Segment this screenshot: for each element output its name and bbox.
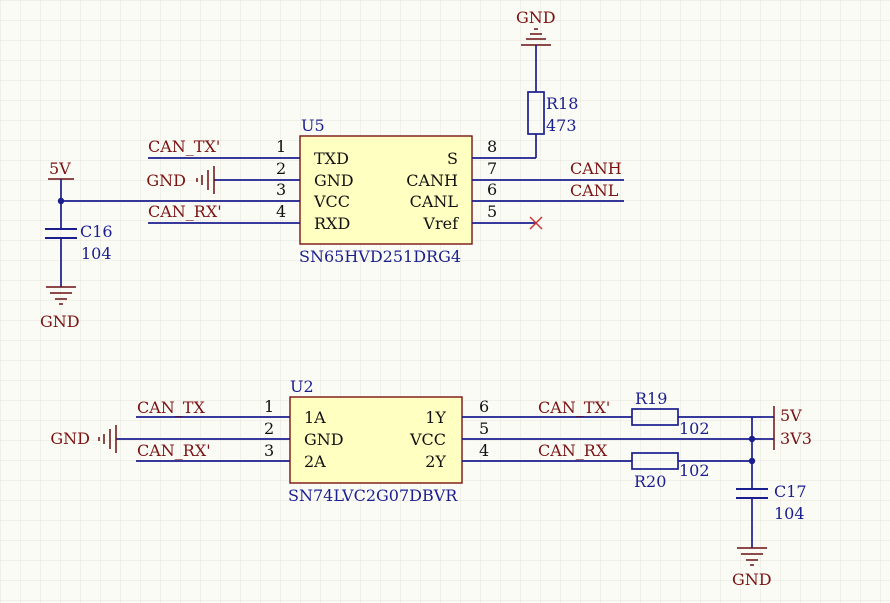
gnd-symbol-c17: GND bbox=[732, 547, 772, 589]
power-5v-u5: 5V bbox=[48, 159, 232, 229]
u2-designator: U2 bbox=[290, 377, 314, 396]
c16-capacitor[interactable]: C16 104 bbox=[45, 222, 113, 287]
u2-pin2-name: GND bbox=[304, 430, 344, 449]
u5-pin7-number: 7 bbox=[487, 159, 497, 178]
u5-pin3-name: VCC bbox=[313, 192, 350, 211]
u2-pin4-name: 2Y bbox=[425, 452, 446, 471]
net-label-canl: CANL bbox=[570, 181, 619, 200]
r18-designator: R18 bbox=[546, 94, 578, 113]
gnd-symbol-r18: GND bbox=[516, 8, 556, 46]
r18-resistor[interactable]: R18 473 bbox=[527, 91, 578, 135]
c16-designator: C16 bbox=[80, 222, 113, 241]
net-label-canh: CANH bbox=[570, 159, 622, 178]
u5-pin2-name: GND bbox=[314, 171, 354, 190]
net-label-u5-can-rx: CAN_RX' bbox=[148, 202, 222, 221]
c16-value: 104 bbox=[81, 244, 112, 263]
gnd-label-u2: GND bbox=[50, 429, 90, 448]
u5-designator: U5 bbox=[301, 116, 325, 135]
u5-pin2-number: 2 bbox=[276, 159, 286, 178]
u5-pin8-name: S bbox=[447, 149, 458, 168]
r19-designator: R19 bbox=[635, 389, 667, 408]
u2-pin3-number: 3 bbox=[264, 441, 274, 460]
u5-pin6-name: CANL bbox=[410, 192, 459, 211]
net-label-u2-can-rx: CAN_RX' bbox=[137, 441, 211, 460]
u5-pin4-name: RXD bbox=[314, 214, 350, 233]
net-label-u2-out-tx: CAN_TX' bbox=[538, 398, 610, 417]
gnd-label-u5: GND bbox=[146, 171, 186, 190]
junction-vcc bbox=[748, 435, 756, 443]
jumper-label-3v3: 3V3 bbox=[780, 429, 812, 448]
u5-part-number: SN65HVD251DRG4 bbox=[299, 247, 461, 266]
power-jumper-5v-3v3[interactable]: 5V 3V3 bbox=[773, 406, 812, 450]
net-label-u2-can-tx: CAN_TX bbox=[137, 398, 205, 417]
u5-pin8-number: 8 bbox=[487, 137, 497, 156]
u2-body[interactable] bbox=[289, 396, 463, 484]
u2-pin6-number: 6 bbox=[479, 397, 489, 416]
gnd-symbol-u5: GND bbox=[146, 166, 215, 194]
net-label-u5-can-tx: CAN_TX' bbox=[148, 137, 220, 156]
u5-pin4-number: 4 bbox=[276, 202, 286, 221]
c17-capacitor[interactable]: C17 104 bbox=[736, 482, 807, 548]
gnd-label-r18: GND bbox=[516, 8, 556, 27]
net-label-u2-out-rx: CAN_RX bbox=[538, 441, 608, 460]
u5-pin1-name: TXD bbox=[314, 149, 349, 168]
jumper-label-5v: 5V bbox=[780, 406, 802, 425]
r18-value: 473 bbox=[546, 116, 577, 135]
u2-pin2-number: 2 bbox=[264, 419, 274, 438]
gnd-label-c17: GND bbox=[732, 570, 772, 589]
r20-value: 102 bbox=[679, 461, 710, 480]
u5-body[interactable] bbox=[299, 135, 473, 245]
gnd-symbol-c16: GND bbox=[40, 286, 80, 331]
c17-value: 104 bbox=[774, 504, 805, 523]
r19-resistor[interactable]: R19 102 bbox=[631, 389, 710, 438]
power-label-5v-u5: 5V bbox=[49, 159, 71, 178]
u2-pin1-number: 1 bbox=[264, 397, 274, 416]
no-connect-vref bbox=[529, 216, 543, 230]
gnd-label-c16: GND bbox=[40, 312, 80, 331]
u2-pin3-name: 2A bbox=[304, 452, 326, 471]
u2-part-number: SN74LVC2G07DBVR bbox=[288, 486, 458, 505]
u2-pin1-name: 1A bbox=[304, 408, 326, 427]
u5-pin7-name: CANH bbox=[406, 171, 458, 190]
r20-designator: R20 bbox=[634, 472, 666, 491]
u2-pin4-number: 4 bbox=[479, 441, 489, 460]
u2-pin5-name: VCC bbox=[409, 430, 446, 449]
u2-buffer[interactable]: U2 SN74LVC2G07DBVR 1 2 3 1A GND 2A 6 5 4… bbox=[220, 377, 520, 505]
junction-r20 bbox=[748, 457, 756, 465]
junction-5v bbox=[57, 197, 65, 205]
u5-pin6-number: 6 bbox=[487, 180, 497, 199]
u5-pin3-number: 3 bbox=[276, 180, 286, 199]
u5-transceiver[interactable]: U5 SN65HVD251DRG4 1 2 3 4 TXD GND VCC RX… bbox=[232, 116, 536, 266]
gnd-symbol-u2: GND bbox=[50, 425, 117, 453]
r19-value: 102 bbox=[679, 419, 710, 438]
u2-pin5-number: 5 bbox=[479, 419, 489, 438]
c17-designator: C17 bbox=[774, 482, 807, 501]
u5-pin5-number: 5 bbox=[487, 202, 497, 221]
u2-pin6-name: 1Y bbox=[425, 408, 446, 427]
u5-pin1-number: 1 bbox=[276, 137, 286, 156]
u5-pin5-name: Vref bbox=[422, 214, 459, 233]
